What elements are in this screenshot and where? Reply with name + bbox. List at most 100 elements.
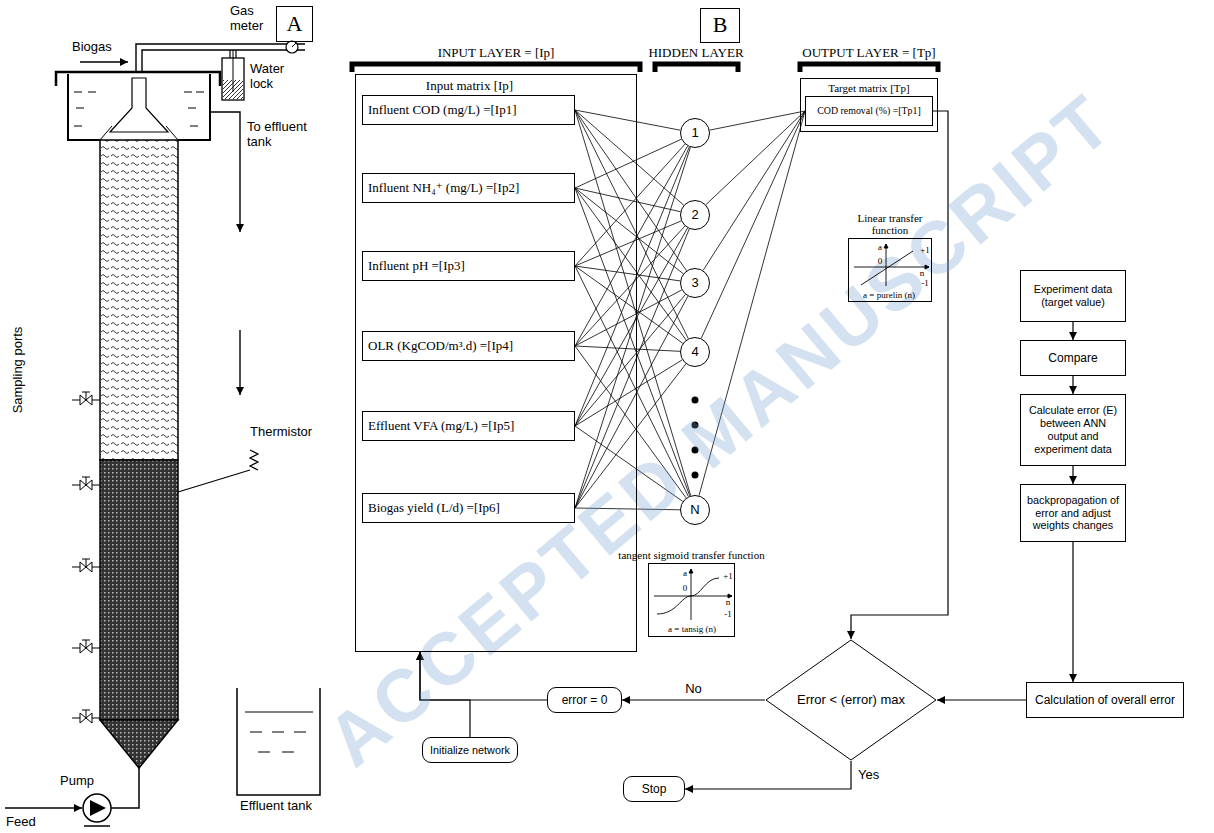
part-label: Thermistor [250,425,312,440]
node-text: Target matrix [Tp] [801,82,937,95]
drawn-path [292,43,296,47]
drawn-path [655,64,738,72]
node-text: Stop [642,782,667,796]
connector [622,699,765,700]
input-matrix: Input matrix [Ip]Influent COD (mg/L) =[I… [355,74,637,652]
process-box: Experiment data (target value) [1020,270,1126,322]
drawn-path [233,50,234,92]
drawn-line [861,251,913,285]
node-text: 4 [691,344,698,360]
node-text: 1 [691,125,698,141]
axis-label: -1 [921,279,929,288]
drawn-path [884,244,929,269]
drawn-circle [83,794,111,822]
input-variable: Effluent VFA (mg/L) =[Ip5] [362,411,575,441]
drawn-path [90,800,106,816]
connector [1072,322,1073,340]
node-text: B [713,12,728,38]
drawn-path [800,64,938,72]
hidden-neuron: N [680,495,710,525]
drawn-path [80,710,92,723]
drawn-path [111,768,139,808]
connector [575,346,680,351]
drawn-path [239,330,240,395]
hidden-neuron: 1 [680,118,710,148]
connector [575,226,685,346]
connector [685,761,851,789]
connector [575,110,688,339]
connector [575,221,681,266]
connector [706,111,805,205]
drawn-path [80,640,92,653]
connector [575,146,688,346]
node-text: tangent sigmoid transfer function [618,549,764,562]
axis-label: -1 [724,610,732,619]
drawn-path [237,688,320,795]
input-variable: Biogas yield (L/d) =[Ip6] [362,493,575,523]
drawn-path [689,569,732,598]
node-text: 3 [691,275,698,291]
drawn-circle [286,41,298,53]
node-text: backpropagation of error and adjust weig… [1026,494,1120,533]
edge-label: No [683,682,704,697]
connector [575,110,680,130]
drawn-path [80,61,128,62]
node-text: error = 0 [562,693,608,707]
terminal-box: Initialize network [422,737,518,763]
part-label: Water lock [250,62,294,92]
panel-letter: B [700,8,740,43]
connector [1072,466,1073,484]
uasb-reactor [5,41,320,826]
output-variable: COD removal (%) =[Tp1] [805,96,933,126]
node-text: OLR (KgCOD/m³.d) =[Ip4] [368,338,513,354]
node-text: Calculation of overall error [1035,693,1175,707]
drawn-path [80,392,92,405]
part-label: To effluent tank [247,120,327,150]
node-text: Linear transfer function [854,212,926,237]
drawn-line [886,244,887,286]
connector [575,228,688,426]
decision-shape [766,640,936,760]
layer-heading: HIDDEN LAYER [648,46,743,61]
process-box: Compare [1020,340,1126,376]
transfer-function-plot: tangent sigmoid transfer functiona+1n0-1… [648,563,735,637]
node-text: Error < (error) max [795,692,907,708]
layer-heading: INPUT LAYER = [Ip] [438,46,555,61]
node-text: Influent NH₄⁺ (mg/L) =[Ip2] [368,180,519,196]
process-box: Calculate error (E) between ANN output a… [1020,394,1126,466]
axis-label: a = purelin (n) [863,291,915,300]
connector [710,111,805,130]
axis-label: 0 [683,584,688,593]
layer-brackets [352,64,938,72]
drawn-path [80,559,92,572]
part-label: Gas meter [230,4,274,34]
part-label: Biogas [72,40,112,55]
drawn-rect [100,460,178,720]
hidden-neuron: 4 [680,337,710,367]
node-text: Effluent VFA (mg/L) =[Ip5] [368,418,514,434]
connector [851,111,948,639]
node-text: Biogas yield (L/d) =[Ip6] [368,500,500,516]
drawn-path [84,825,110,827]
connector [575,110,684,205]
connector [575,360,682,426]
drawn-path [72,400,100,718]
axis-label: a [683,569,687,578]
drawn-path [5,807,82,808]
axis-label: +1 [723,572,733,581]
axis-label: a = tansig (n) [668,625,716,634]
node-text: N [690,502,699,518]
node-text: A [287,11,303,37]
edge-label: Yes [856,768,881,783]
drawn-path [178,450,258,492]
node-text: Influent pH =[Ip3] [368,258,465,274]
node-text: Initialize network [430,744,510,757]
node-text: Experiment data (target value) [1026,283,1120,309]
terminal-box: Stop [623,776,685,802]
connector [575,147,689,426]
drawn-g [80,392,92,723]
drawn-path [352,64,640,72]
hidden-neuron: 3 [680,268,710,298]
drawn-polygon [110,78,168,132]
